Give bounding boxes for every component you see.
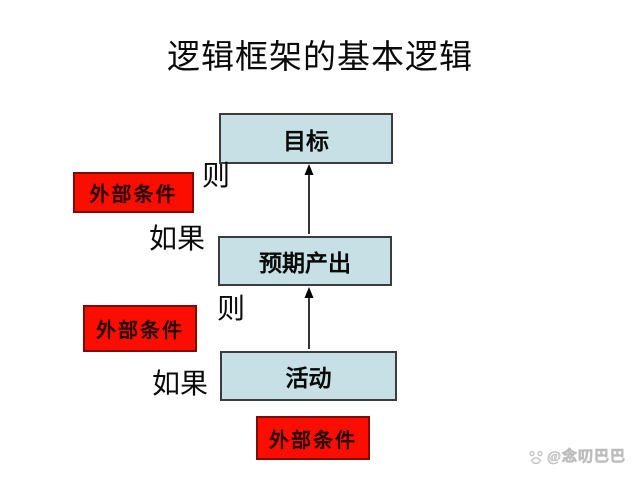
node-goal: 目标 [219,113,393,164]
node-expected-output: 预期产出 [218,236,392,286]
external-condition-bottom-label: 外部条件 [269,429,357,452]
node-expected-output-label: 预期产出 [259,251,351,276]
external-condition-top: 外部条件 [73,172,194,213]
watermark-text: @念叨巴巴 [547,449,626,466]
logic-label-then-1: 则 [202,161,231,192]
external-condition-top-label: 外部条件 [89,184,178,206]
logic-label-if-2: 如果 [152,369,209,400]
external-condition-middle: 外部条件 [83,305,197,352]
logic-label-then-2: 则 [217,294,246,325]
node-activities: 活动 [220,351,397,401]
watermark: @念叨巴巴 [527,445,626,466]
node-goal-label: 目标 [283,128,329,154]
logic-label-if-1: 如果 [149,224,206,255]
arrow-activities-to-output [304,287,314,349]
paw-logo-icon [529,450,543,464]
arrow-output-to-goal [304,164,314,234]
external-condition-middle-label: 外部条件 [96,320,184,342]
slide-title: 逻辑框架的基本逻辑 [167,40,473,76]
node-activities-label: 活动 [285,366,332,391]
external-condition-bottom: 外部条件 [256,416,370,460]
